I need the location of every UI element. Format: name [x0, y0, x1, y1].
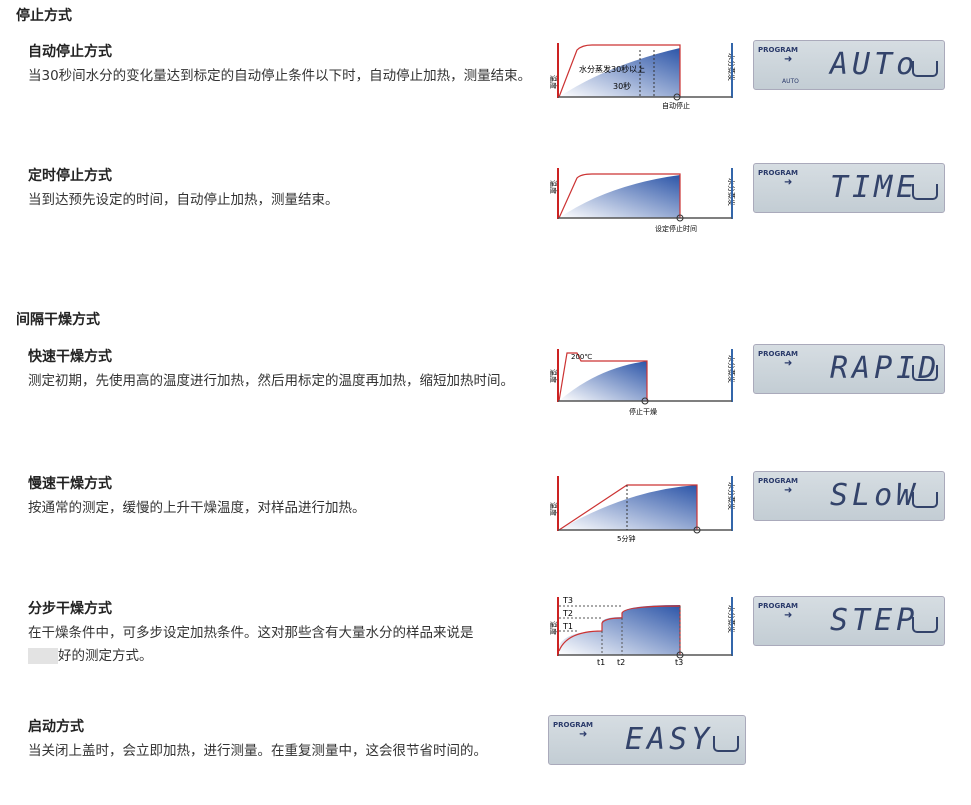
lcd-slow: PROGRAM➜SLoW: [753, 471, 945, 521]
pan-icon: [912, 365, 938, 381]
svg-text:T3: T3: [562, 596, 573, 605]
svg-text:t2: t2: [617, 658, 625, 667]
svg-text:5分钟: 5分钟: [617, 534, 635, 543]
item-timer-stop: 定时停止方式当到达预先设定的时间，自动停止加热，测量结束。: [28, 165, 533, 212]
pan-icon: [912, 184, 938, 200]
svg-text:温度: 温度: [549, 180, 558, 194]
svg-text:设定停止时间: 设定停止时间: [655, 224, 697, 233]
lcd-rapid: PROGRAM➜RAPID: [753, 344, 945, 394]
item-rapid: 快速干燥方式测定初期，先使用高的温度进行加热，然后用标定的温度再加热，缩短加热时…: [28, 346, 533, 393]
item-desc: 测定初期，先使用高的温度进行加热，然后用标定的温度再加热，缩短加热时间。: [28, 373, 514, 389]
lcd-time: PROGRAM➜TIME: [753, 163, 945, 213]
pan-icon: [912, 617, 938, 633]
item-desc: 当到达预先设定的时间，自动停止加热，测量结束。: [28, 192, 339, 208]
item-desc: 当关闭上盖时，会立即加热，进行测量。在重复测量中，这会很节省时间的。: [28, 743, 487, 759]
item-desc: 按通常的测定，缓慢的上升干燥温度，对样品进行加热。: [28, 500, 366, 516]
item-desc: 在干燥条件中，可多步设定加热条件。这对那些含有大量水分的样品来说是好的测定方式。: [28, 625, 474, 664]
svg-text:t1: t1: [597, 658, 605, 667]
svg-text:200℃: 200℃: [571, 353, 592, 361]
rapid-diagram: 温度 水分蒸发 200℃ 停止干燥: [549, 349, 736, 416]
item-title: 快速干燥方式: [28, 349, 112, 365]
item-title: 自动停止方式: [28, 44, 112, 60]
arrow-icon: ➜: [784, 177, 793, 188]
item-title: 慢速干燥方式: [28, 476, 112, 492]
pan-icon: [713, 736, 739, 752]
arrow-icon: ➜: [784, 54, 793, 65]
arrow-icon: ➜: [579, 729, 588, 740]
item-title: 定时停止方式: [28, 168, 112, 184]
svg-text:30秒: 30秒: [613, 81, 631, 91]
svg-text:温度: 温度: [549, 75, 558, 89]
step-diagram: 温度 水分蒸发 T3 T2 T1 t1 t2 t3: [549, 596, 736, 667]
svg-text:停止干燥: 停止干燥: [629, 407, 657, 416]
item-easy: 启动方式当关闭上盖时，会立即加热，进行测量。在重复测量中，这会很节省时间的。: [28, 716, 518, 763]
item-desc: 当30秒间水分的变化量达到标定的自动停止条件以下时，自动停止加热，测量结束。: [28, 68, 532, 84]
pan-icon: [912, 492, 938, 508]
svg-text:T1: T1: [562, 622, 573, 631]
slow-diagram: 温度 水分蒸发 5分钟: [549, 476, 736, 543]
timer-stop-diagram: 温度 水分蒸发 设定停止时间: [549, 168, 736, 233]
svg-text:水分蒸发30秒以上: 水分蒸发30秒以上: [579, 64, 645, 74]
svg-text:温度: 温度: [549, 369, 558, 383]
section-title-stop: 停止方式: [16, 8, 72, 24]
arrow-icon: ➜: [784, 485, 793, 496]
item-slow: 慢速干燥方式按通常的测定，缓慢的上升干燥温度，对样品进行加热。: [28, 473, 533, 520]
item-title: 分步干燥方式: [28, 601, 112, 617]
arrow-icon: ➜: [784, 358, 793, 369]
item-title: 启动方式: [28, 719, 84, 735]
auto-stop-diagram: 温度 水分蒸发 水分蒸发30秒以上 30秒 自动停止: [549, 43, 736, 110]
arrow-icon: ➜: [784, 610, 793, 621]
svg-text:温度: 温度: [549, 502, 558, 516]
svg-text:自动停止: 自动停止: [662, 101, 690, 110]
svg-text:温度: 温度: [549, 621, 558, 635]
lcd-step: PROGRAM➜STEP: [753, 596, 945, 646]
svg-text:t3: t3: [675, 658, 683, 667]
pan-icon: [912, 61, 938, 77]
item-step: 分步干燥方式在干燥条件中，可多步设定加热条件。这对那些含有大量水分的样品来说是好…: [28, 598, 533, 668]
item-auto-stop: 自动停止方式当30秒间水分的变化量达到标定的自动停止条件以下时，自动停止加热，测…: [28, 41, 533, 88]
svg-text:T2: T2: [562, 609, 573, 618]
section-title-interval: 间隔干燥方式: [16, 312, 100, 328]
lcd-easy: PROGRAM➜EASY: [548, 715, 746, 765]
